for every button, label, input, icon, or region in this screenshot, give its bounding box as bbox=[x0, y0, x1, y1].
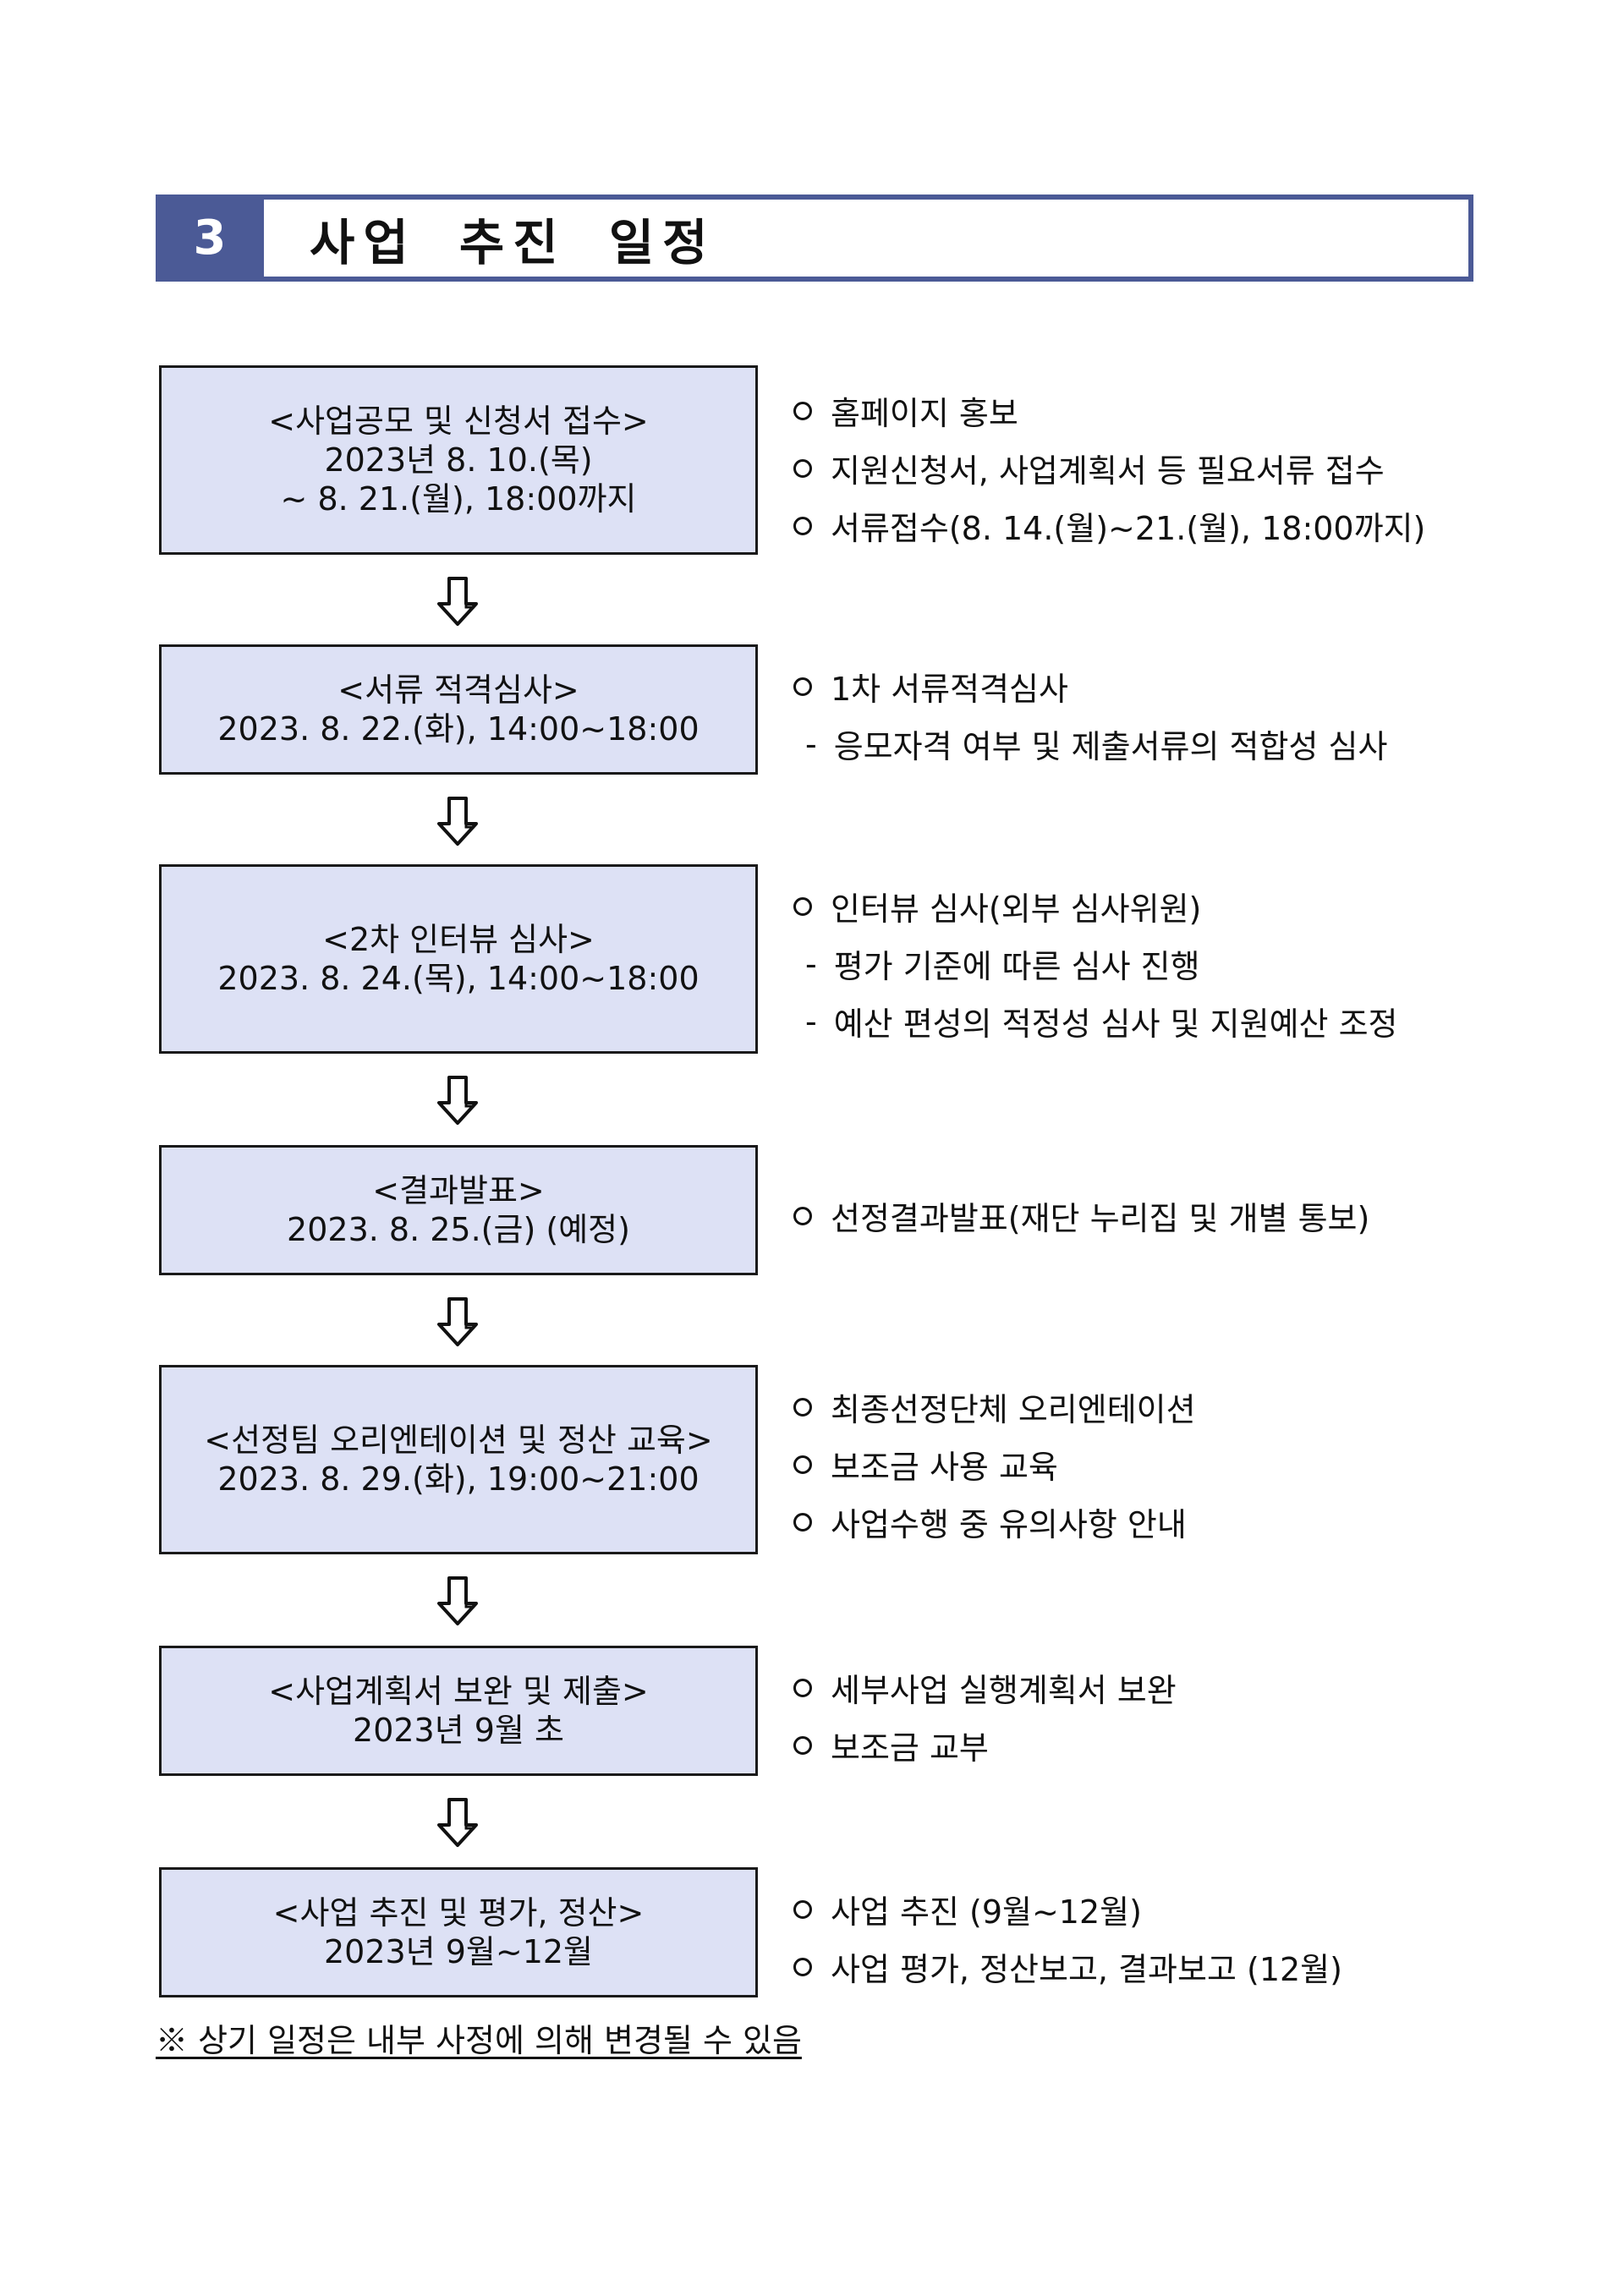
note-subitem: -응모자격 여부 및 제출서류의 적합성 심사 bbox=[805, 725, 1388, 766]
down-arrow-icon bbox=[437, 577, 478, 626]
note-subitem: -평가 기준에 따른 심사 진행 bbox=[805, 945, 1200, 986]
step-box-plan-revision: <사업계획서 보완 및 제출> 2023년 9월 초 bbox=[159, 1646, 758, 1776]
step-title: <결과발표> bbox=[372, 1172, 545, 1209]
note-item: 선정결과발표(재단 누리집 및 개별 통보) bbox=[793, 1192, 1369, 1239]
circle-bullet-icon bbox=[793, 1678, 812, 1697]
note-item: 보조금 교부 bbox=[793, 1722, 989, 1768]
down-arrow-icon bbox=[437, 797, 478, 846]
step-title: <서류 적격심사> bbox=[337, 671, 579, 709]
note-item: 사업수행 중 유의사항 안내 bbox=[793, 1499, 1187, 1545]
step-box-application: <사업공모 및 신청서 접수> 2023년 8. 10.(목) ~ 8. 21.… bbox=[159, 365, 758, 555]
step-date: 2023년 9월~12월 bbox=[323, 1933, 594, 1970]
step-title: <사업공모 및 신청서 접수> bbox=[268, 403, 649, 440]
step-box-orientation: <선정팀 오리엔테이션 및 정산 교육> 2023. 8. 29.(화), 19… bbox=[159, 1365, 758, 1554]
note-item: 인터뷰 심사(외부 심사위원) bbox=[793, 883, 1201, 929]
circle-bullet-icon bbox=[793, 1455, 812, 1474]
step-date-end: ~ 8. 21.(월), 18:00까지 bbox=[280, 480, 637, 518]
down-arrow-icon bbox=[437, 1798, 478, 1847]
note-item: 세부사업 실행계획서 보완 bbox=[793, 1664, 1177, 1711]
step-date: 2023. 8. 25.(금) (예정) bbox=[287, 1211, 630, 1248]
section-heading: 3 사업 추진 일정 bbox=[156, 195, 1473, 282]
down-arrow-icon bbox=[437, 1076, 478, 1125]
step-date: 2023. 8. 24.(목), 14:00~18:00 bbox=[217, 960, 700, 997]
step-title: <사업 추진 및 평가, 정산> bbox=[272, 1894, 645, 1932]
step-box-document-review: <서류 적격심사> 2023. 8. 22.(화), 14:00~18:00 bbox=[159, 644, 758, 775]
note-subitem: -예산 편성의 적정성 심사 및 지원예산 조정 bbox=[805, 1002, 1398, 1044]
down-arrow-icon bbox=[437, 1297, 478, 1346]
note-item: 홈페이지 홍보 bbox=[793, 387, 1018, 434]
circle-bullet-icon bbox=[793, 1206, 812, 1225]
step-date: 2023년 8. 10.(목) bbox=[324, 441, 593, 479]
circle-bullet-icon bbox=[793, 1735, 812, 1755]
section-title: 사업 추진 일정 bbox=[310, 213, 716, 271]
circle-bullet-icon bbox=[793, 401, 812, 420]
note-item: 사업 평가, 정산보고, 결과보고 (12월) bbox=[793, 1943, 1342, 1990]
note-item: 최종선정단체 오리엔테이션 bbox=[793, 1384, 1196, 1430]
circle-bullet-icon bbox=[793, 1397, 812, 1417]
circle-bullet-icon bbox=[793, 1899, 812, 1919]
circle-bullet-icon bbox=[793, 896, 812, 916]
circle-bullet-icon bbox=[793, 1957, 812, 1976]
circle-bullet-icon bbox=[793, 516, 812, 535]
step-date: 2023. 8. 22.(화), 14:00~18:00 bbox=[217, 710, 700, 748]
step-date: 2023년 9월 초 bbox=[353, 1712, 564, 1749]
step-box-announcement: <결과발표> 2023. 8. 25.(금) (예정) bbox=[159, 1145, 758, 1275]
down-arrow-icon bbox=[437, 1576, 478, 1625]
circle-bullet-icon bbox=[793, 1512, 812, 1532]
note-item: 보조금 사용 교육 bbox=[793, 1441, 1058, 1488]
step-title: <2차 인터뷰 심사> bbox=[322, 921, 595, 958]
note-item: 서류접수(8. 14.(월)~21.(월), 18:00까지) bbox=[793, 502, 1425, 549]
step-date: 2023. 8. 29.(화), 19:00~21:00 bbox=[217, 1460, 700, 1498]
note-item: 1차 서류적격심사 bbox=[793, 663, 1068, 710]
section-number: 3 bbox=[156, 195, 264, 282]
step-title: <선정팀 오리엔테이션 및 정산 교육> bbox=[204, 1422, 713, 1459]
step-box-execution: <사업 추진 및 평가, 정산> 2023년 9월~12월 bbox=[159, 1867, 758, 1997]
note-item: 지원신청서, 사업계획서 등 필요서류 접수 bbox=[793, 445, 1385, 491]
note-item: 사업 추진 (9월~12월) bbox=[793, 1886, 1142, 1932]
step-box-interview: <2차 인터뷰 심사> 2023. 8. 24.(목), 14:00~18:00 bbox=[159, 864, 758, 1054]
schedule-footnote: ※ 상기 일정은 내부 사정에 의해 변경될 수 있음 bbox=[156, 2022, 802, 2059]
circle-bullet-icon bbox=[793, 458, 812, 478]
step-title: <사업계획서 보완 및 제출> bbox=[268, 1673, 649, 1710]
circle-bullet-icon bbox=[793, 677, 812, 696]
